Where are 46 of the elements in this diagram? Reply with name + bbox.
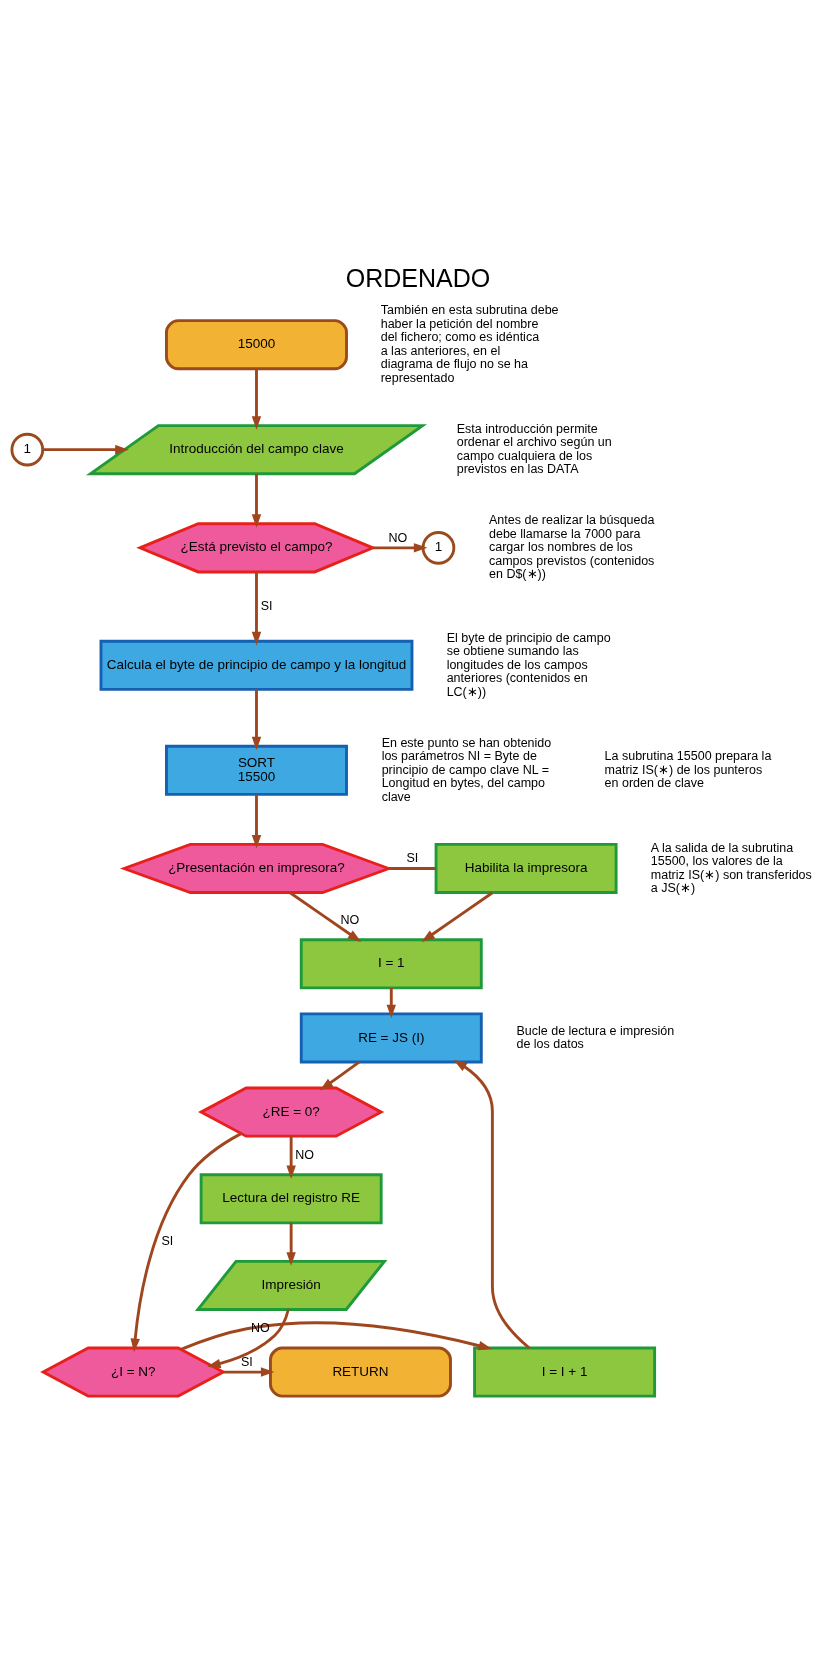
edge-label: SI — [240, 1354, 253, 1369]
node-box: Habilita la impresora — [434, 842, 618, 894]
connector — [388, 867, 436, 870]
arrow — [372, 543, 428, 553]
edge-label: SI — [260, 598, 273, 613]
arrow — [289, 891, 362, 942]
arrow — [180, 1321, 493, 1351]
arrow — [319, 1061, 360, 1091]
arrow — [223, 1367, 275, 1377]
node-box: Calcula el byte de principio de campo y la longitud — [99, 639, 414, 691]
arrow — [251, 794, 262, 849]
edge-label: SI — [161, 1234, 174, 1249]
node-box: RETURN — [269, 1346, 452, 1398]
node-circle: 1 — [421, 531, 456, 565]
arrow — [251, 473, 262, 528]
arrow — [207, 1309, 290, 1369]
node-circle: 1 — [10, 432, 45, 467]
edge-label: NO — [388, 530, 408, 545]
label: El byte de principio de campo se obtiene sumando las longitudes de los campos anteriores (contenidos en LC(∗)) — [446, 630, 611, 699]
edge-label: NO — [295, 1147, 314, 1162]
label: También en esta subrutina debe haber la petición del nombre del fichero; como es idéntica a las anteriores, en el diagrama de flujo no se ha representado — [380, 303, 559, 385]
label: En este punto se han obtenido los parámetros NI = Byte de principio de campo clave NL = Longitud en bytes, del campo clave — [381, 735, 552, 804]
arrow — [43, 444, 129, 455]
edge-label: SI — [406, 851, 419, 866]
node-box: 15000 — [165, 319, 348, 371]
arrow — [286, 1222, 296, 1266]
node-box: Lectura del registro RE — [199, 1173, 383, 1225]
label: Bucle de lectura e impresión de los datos — [516, 1023, 675, 1051]
node-box: I = 1 — [299, 938, 483, 990]
arrow — [286, 1136, 296, 1180]
node-box: SORT 15500 — [165, 744, 348, 796]
label: A la salida de la subrutina 15500, los valores de la matriz IS(∗) son transferidos a JS(∗) — [650, 840, 812, 895]
label: La subrutina 15500 prepara la matriz IS(∗) de los punteros en orden de clave — [604, 749, 772, 791]
label: Antes de realizar la búsqueda debe llamarse la 7000 para cargar los nombres de los campos previstos (contenidos en D$(∗)) — [489, 513, 655, 582]
label: Esta introducción permite ordenar el archivo según un campo cualquiera de los previstos en las DATA — [456, 421, 612, 477]
diagram-title: ORDENADO — [345, 263, 491, 292]
node-box: RE = JS (I) — [299, 1012, 483, 1064]
arrow — [130, 1132, 242, 1353]
node-box: I = I + 1 — [473, 1346, 657, 1398]
arrow — [421, 891, 494, 942]
arrow — [453, 1059, 531, 1350]
arrow — [386, 988, 396, 1019]
arrow — [251, 572, 262, 646]
arrow — [251, 368, 262, 430]
edge-label: NO — [340, 912, 360, 927]
arrow — [251, 689, 262, 751]
